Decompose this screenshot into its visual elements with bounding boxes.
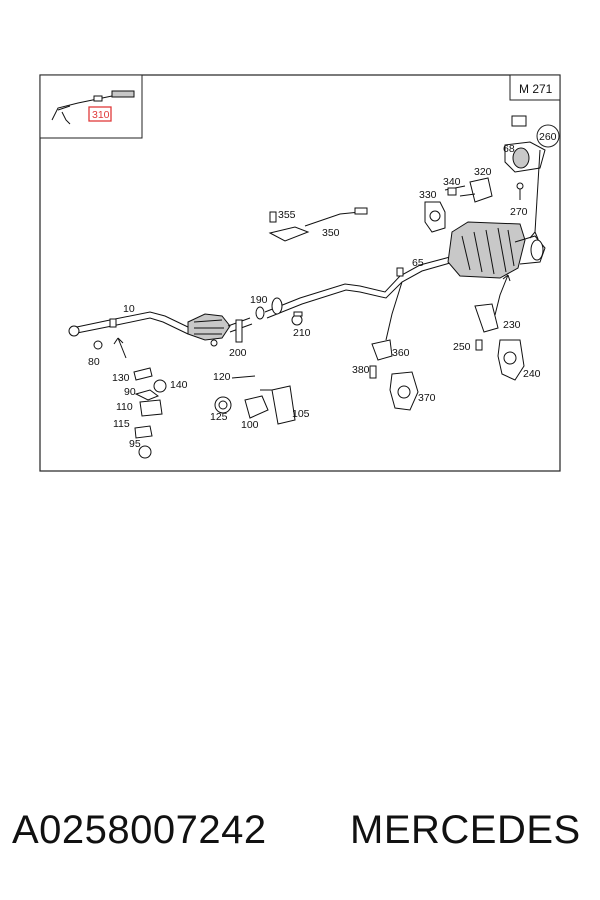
catalytic-converter [187,313,253,347]
callout-105: 105 [292,408,310,420]
callout-350: 350 [322,227,340,239]
callout-320: 320 [474,166,492,178]
callout-100: 100 [241,419,259,431]
clamp-group [235,311,303,343]
callout-380: 380 [352,364,370,376]
callout-65: 65 [412,257,424,269]
callout-95: 95 [129,438,141,450]
callout-68: 68 [503,143,515,155]
callout-210: 210 [293,327,311,339]
callout-115: 115 [113,418,130,430]
callout-110: 110 [116,401,133,413]
callout-250: 250 [453,341,471,353]
rear-hanger-upper [424,177,493,233]
callout-260-circle: 260 [536,124,560,148]
callout-90: 90 [124,386,136,398]
brand-name: MERCEDES [350,808,581,852]
highlight-box [88,106,112,122]
model-code: M 271 [519,82,553,96]
mid-pipe [255,256,451,320]
callout-labels: 10 65 68 80 90 95 100 105 110 115 120 12… [88,124,560,450]
rear-muffler [447,221,546,279]
callout-125: 125 [210,411,228,423]
sensor-bracket [268,207,368,242]
callout-370: 370 [418,392,436,404]
mid-mount-parts [214,375,296,425]
callout-200: 200 [229,347,247,359]
callout-190: 190 [250,294,268,306]
inset-box: 310 [39,74,143,139]
callout-80: 80 [88,356,100,368]
leader-lines [113,274,511,359]
callout-330: 330 [419,189,437,201]
callout-260: 260 [539,131,557,143]
hanger-230-240 [474,303,525,381]
callout-270: 270 [510,206,528,218]
model-code-box: M 271 [509,74,561,101]
callout-120: 120 [213,371,231,383]
callout-10: 10 [123,303,135,315]
front-pipe [68,311,191,337]
tailpipe-clamp [504,115,546,240]
front-mount-parts [93,340,167,459]
callout-230: 230 [503,319,521,331]
hanger-360-370 [369,339,419,411]
callout-240: 240 [523,368,541,380]
callout-340: 340 [443,176,461,188]
callout-140: 140 [170,379,188,391]
callout-310-highlight: 310 [92,109,110,121]
callout-355: 355 [278,209,296,221]
part-number: A0258007242 [12,808,267,852]
callout-130: 130 [112,372,130,384]
callout-360: 360 [392,347,410,359]
